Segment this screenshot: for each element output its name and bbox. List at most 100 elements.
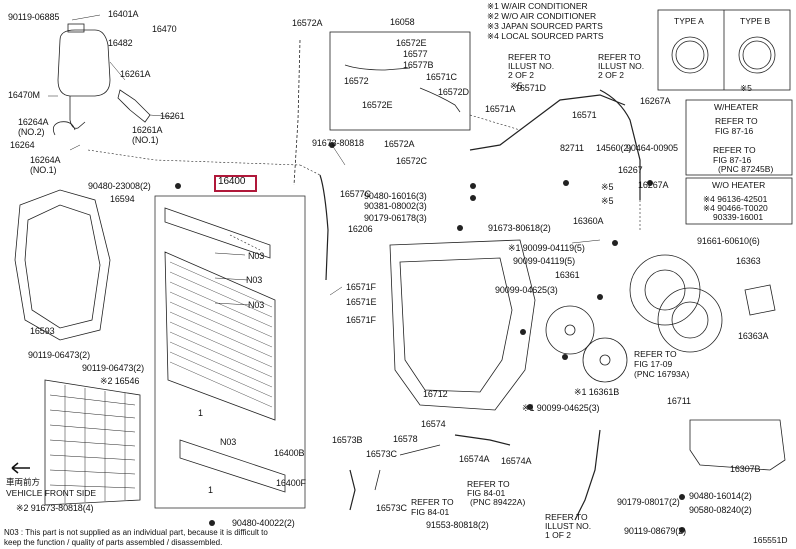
part-label[interactable]: 16574A xyxy=(501,456,532,466)
part-label[interactable]: 16261 xyxy=(160,111,185,121)
part-label[interactable]: 16470 xyxy=(152,24,177,34)
part-label-highlighted[interactable]: 16400 xyxy=(218,176,246,187)
part-label[interactable]: 16267 xyxy=(618,165,643,175)
part-label[interactable]: 16363 xyxy=(736,256,761,266)
part-label[interactable]: 16578 xyxy=(393,434,418,444)
part-label[interactable]: 90119-06473(2) xyxy=(28,350,90,360)
part-label[interactable]: ※1 90099-04625(3) xyxy=(522,403,600,413)
part-label[interactable]: N03 xyxy=(248,251,265,261)
part-label[interactable]: 1 xyxy=(208,485,213,495)
part-label[interactable]: 90119-08679(2) xyxy=(624,526,686,536)
refer-fig-84-01-b: FIG 84-01 xyxy=(411,507,450,517)
part-label[interactable]: 16482 xyxy=(108,38,133,48)
part-label[interactable]: N03 xyxy=(248,300,265,310)
part-label[interactable]: 16712 xyxy=(423,389,448,399)
part-label[interactable]: ※5 xyxy=(510,81,523,91)
hose-16261 xyxy=(117,89,151,123)
part-label[interactable]: 16573C xyxy=(376,503,407,513)
part-label[interactable]: 16571 xyxy=(572,110,597,120)
part-label[interactable]: 16571A xyxy=(485,104,516,114)
part-label[interactable]: 16572A xyxy=(292,18,323,28)
part-label[interactable]: 90119-06885 xyxy=(8,12,60,22)
part-label[interactable]: 91553-80818(2) xyxy=(426,520,489,530)
part-label[interactable]: 16577 xyxy=(403,49,428,59)
part-label[interactable]: 16206 xyxy=(348,224,373,234)
radiator-lower-tank xyxy=(179,439,286,493)
fan-motor-16363 xyxy=(629,254,701,326)
part-label[interactable]: 16573C xyxy=(366,449,397,459)
hose-16578 xyxy=(399,444,441,456)
part-label[interactable]: 16593 xyxy=(30,326,55,336)
part-label[interactable]: 90480-16016(3) xyxy=(364,191,427,201)
part-label[interactable]: 16572A xyxy=(384,139,415,149)
part-label[interactable]: 16577C xyxy=(340,189,371,199)
highlight-box-16400[interactable] xyxy=(214,175,257,192)
part-label[interactable]: 16264 xyxy=(10,140,35,150)
part-label[interactable]: 16058 xyxy=(390,17,415,27)
part-label[interactable]: 16307B xyxy=(730,464,761,474)
part-label[interactable]: 16264A xyxy=(18,117,49,127)
part-label[interactable]: 16267A xyxy=(638,180,669,190)
part-label[interactable]: 90480-16014(2) xyxy=(689,491,752,501)
part-label[interactable]: 16361 xyxy=(555,270,580,280)
part-label[interactable]: 16401A xyxy=(108,9,139,19)
part-label[interactable]: 16572E xyxy=(362,100,393,110)
part-label[interactable]: 16711 xyxy=(667,396,691,406)
part-label[interactable]: 82711 xyxy=(560,143,584,153)
refer-illust-3: 1 OF 2 xyxy=(545,530,571,540)
part-label[interactable]: ※5 xyxy=(601,182,614,192)
part-label[interactable]: 16267A xyxy=(640,96,671,106)
part-label[interactable]: 16571F xyxy=(346,315,376,325)
part-label[interactable]: 16360A xyxy=(573,216,604,226)
part-label[interactable]: 90580-08240(2) xyxy=(689,505,752,515)
part-label[interactable]: 16574 xyxy=(421,419,446,429)
part-label[interactable]: 16400F xyxy=(276,478,306,488)
part-label[interactable]: 90381-08002(3) xyxy=(364,201,427,211)
part-label[interactable]: 16571D xyxy=(515,83,546,93)
part-label[interactable]: 16363A xyxy=(738,331,769,341)
part-label[interactable]: 91673-80818 xyxy=(312,138,364,148)
part-label[interactable]: 1 xyxy=(198,408,203,418)
part-label[interactable]: 90099-04625(3) xyxy=(495,285,558,295)
part-label[interactable]: 90179-06178(3) xyxy=(364,213,427,223)
part-label[interactable]: 16572D xyxy=(438,87,469,97)
part-label[interactable]: 16261A xyxy=(120,69,151,79)
part-label[interactable]: (NO.1) xyxy=(30,165,57,175)
part-label[interactable]: 16577B xyxy=(403,60,434,70)
part-label[interactable]: 90480-40022(2) xyxy=(232,518,295,528)
part-label[interactable]: 90099-04119(5) xyxy=(513,256,575,266)
part-label[interactable]: N03 xyxy=(246,275,263,285)
part-label[interactable]: 16264A xyxy=(30,155,61,165)
part-label[interactable]: 91661-60610(6) xyxy=(697,236,760,246)
part-label[interactable]: ※1 90099-04119(5) xyxy=(508,243,585,253)
part-label[interactable]: 16571C xyxy=(426,72,457,82)
part-label[interactable]: 16572E xyxy=(396,38,427,48)
part-label[interactable]: 90119-06473(2) xyxy=(82,363,144,373)
part-label[interactable]: 90464-00905 xyxy=(626,143,678,153)
part-label[interactable]: 16571E xyxy=(346,297,377,307)
part-label[interactable]: 16571F xyxy=(346,282,376,292)
part-label[interactable]: 16572C xyxy=(396,156,427,166)
part-label[interactable]: 16572 xyxy=(344,76,369,86)
part-label[interactable]: ※1 16361B xyxy=(574,387,620,397)
part-label[interactable]: ※2 91673-80818(4) xyxy=(16,503,94,513)
part-label[interactable]: 90179-08017(2) xyxy=(617,497,680,507)
part-label[interactable]: 16594 xyxy=(110,194,135,204)
part-label[interactable]: 16470M xyxy=(8,90,40,100)
part-label[interactable]: ※2 16546 xyxy=(100,376,140,386)
part-label[interactable]: 91673-80618(2) xyxy=(488,223,551,233)
w-heater-line: REFER TO xyxy=(715,116,758,126)
part-label[interactable]: 16574A xyxy=(459,454,490,464)
part-label[interactable]: 16400B xyxy=(274,448,305,458)
part-label[interactable]: (NO.2) xyxy=(18,127,45,137)
fan-16361b xyxy=(582,337,628,383)
part-label[interactable]: 16573B xyxy=(332,435,363,445)
part-label[interactable]: 14560(2) xyxy=(596,143,632,153)
part-label[interactable]: ※5 xyxy=(601,196,614,206)
part-label[interactable]: 90480-23008(2) xyxy=(88,181,151,191)
part-label[interactable]: N03 xyxy=(220,437,237,447)
part-label[interactable]: 16261A xyxy=(132,125,163,135)
radiator-fins xyxy=(169,261,273,408)
part-label[interactable]: (NO.1) xyxy=(132,135,159,145)
